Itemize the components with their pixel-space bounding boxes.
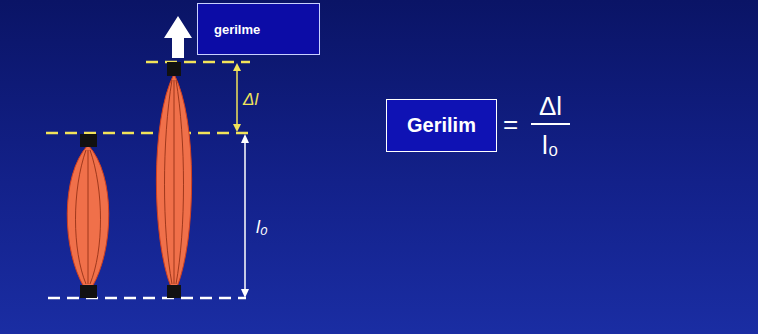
- muscle-stretched: [156, 74, 191, 287]
- tendon: [167, 62, 181, 76]
- delta-length: Δl: [243, 91, 258, 108]
- tendon: [167, 285, 181, 298]
- denominator: l₀: [542, 132, 559, 158]
- fraction-bar: [531, 123, 570, 125]
- muscle-rest: [67, 145, 109, 287]
- rest-length: l₀: [256, 218, 268, 236]
- stretched-length-line: [146, 61, 250, 64]
- box-label: gerilme: [214, 22, 260, 37]
- text-box: gerilme: [197, 3, 320, 55]
- box-label: Gerilim: [407, 114, 476, 137]
- pull-arrow: [164, 16, 192, 58]
- text-box: Gerilim: [386, 99, 497, 152]
- rest-length-line: [46, 132, 250, 135]
- delta-dimension: [236, 66, 238, 129]
- length-dimension: [244, 137, 246, 294]
- tendon: [80, 285, 97, 298]
- equals-sign: =: [503, 111, 518, 137]
- base-line: [48, 297, 246, 300]
- numerator: Δl: [539, 93, 562, 119]
- tendon: [80, 134, 97, 147]
